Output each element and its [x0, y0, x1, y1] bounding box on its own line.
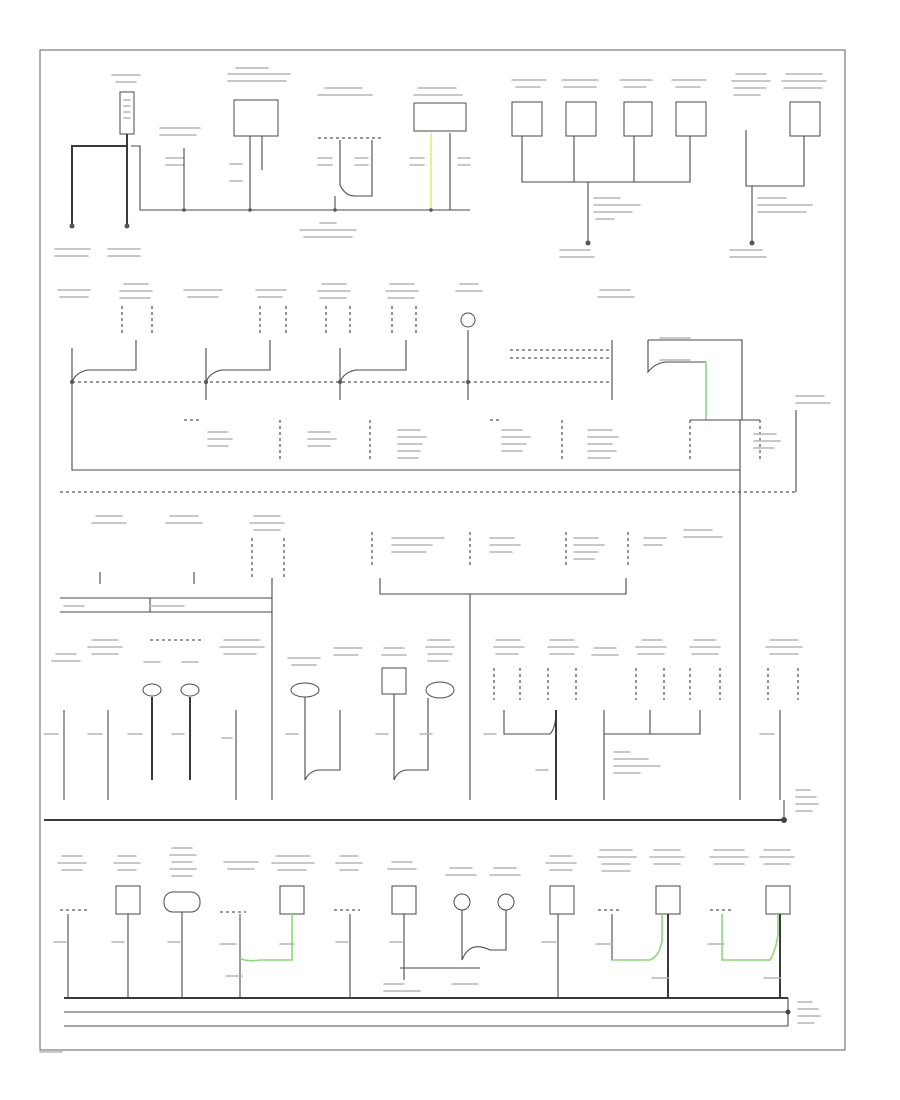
ground-g101 — [69, 223, 75, 229]
top-right-module-group — [511, 73, 827, 258]
section-instrument-panel-grounds — [43, 470, 819, 823]
diagram-border — [39, 49, 846, 1051]
battery-component — [111, 74, 141, 135]
section-body-grounds — [53, 847, 821, 1027]
section-lighting-grounds — [57, 283, 831, 493]
lamp-symbol — [460, 312, 476, 328]
pcm-module-box — [233, 99, 279, 137]
section-engine-compartment-grounds — [54, 67, 827, 258]
ground-g102 — [124, 223, 130, 229]
